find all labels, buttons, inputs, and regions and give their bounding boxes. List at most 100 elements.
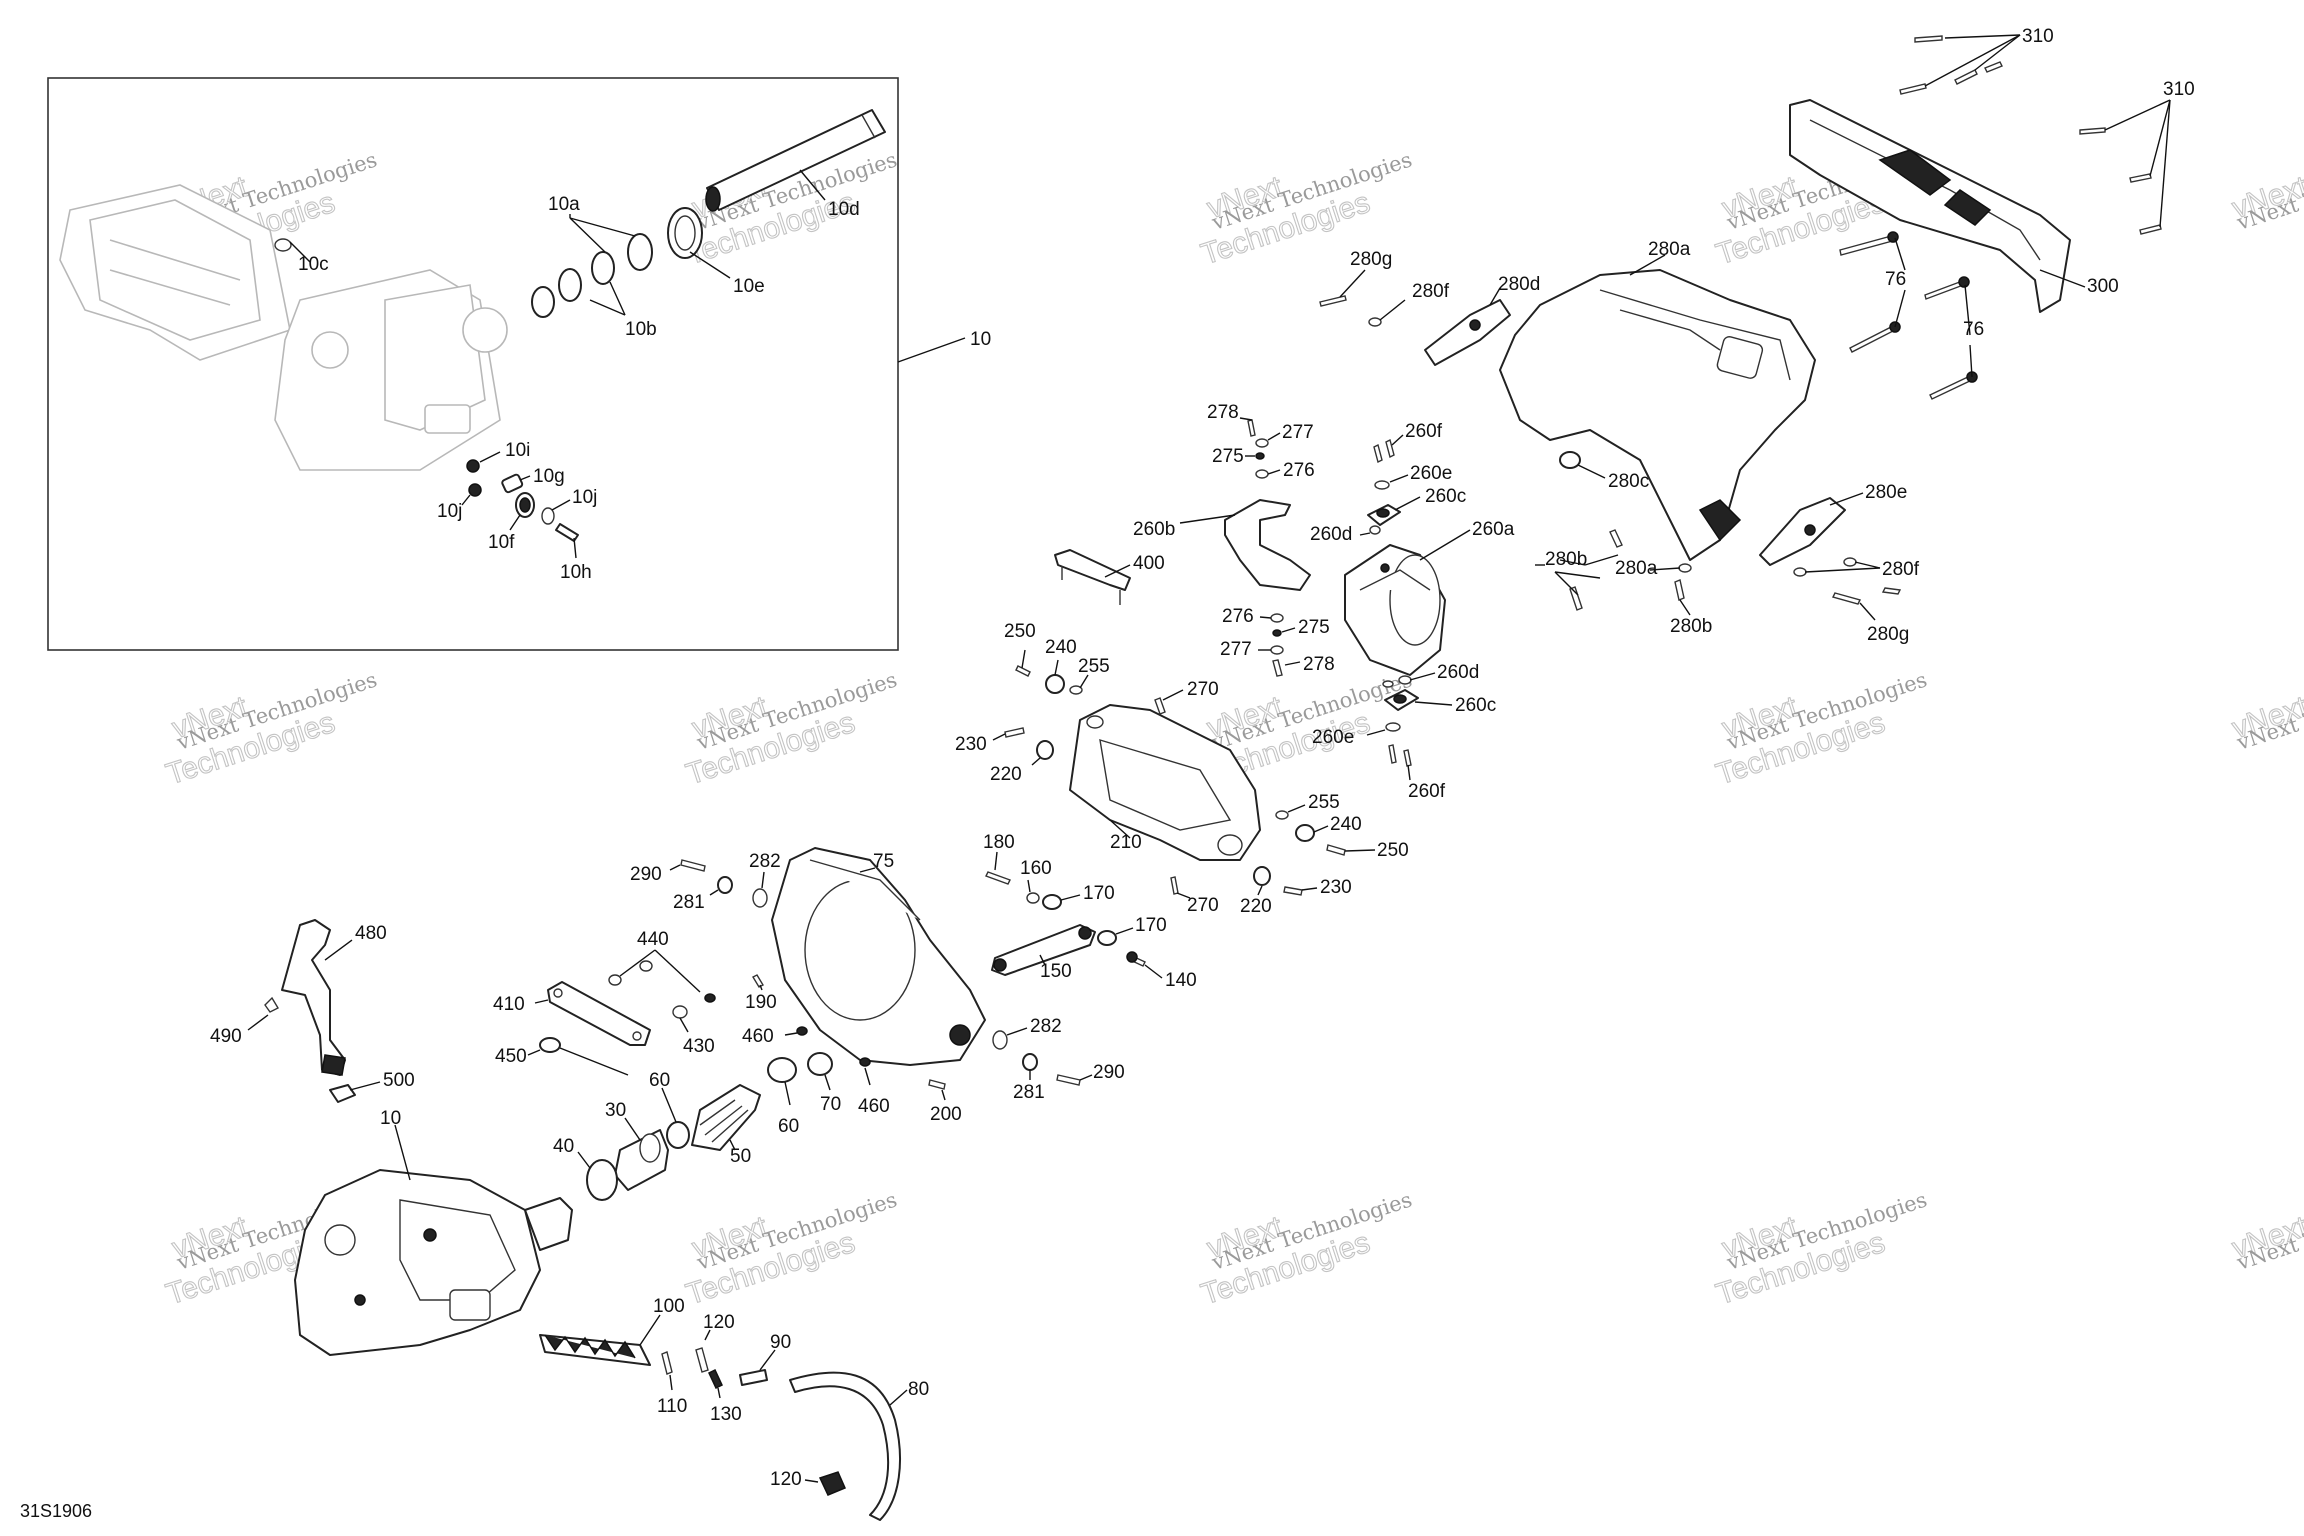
label-280g-top: 280g: [1350, 249, 1392, 270]
screw-260f-top: [1373, 443, 1383, 464]
label-75: 75: [873, 851, 894, 872]
ghost-housing-front: [274, 269, 508, 471]
label-70: 70: [820, 1094, 841, 1115]
label-10a: 10a: [548, 194, 580, 215]
screw-260f-bottom: [1388, 744, 1397, 764]
bushing-220-left: [1036, 740, 1054, 760]
label-10b: 10b: [625, 319, 657, 340]
label-260c-bottom: 260c: [1455, 695, 1496, 716]
drawing-code: 31S1906: [20, 1501, 92, 1521]
label-280a-top: 280a: [1648, 239, 1691, 260]
label-280a-bottom: 280a: [1615, 558, 1658, 579]
label-280d: 280d: [1498, 274, 1540, 295]
label-10j-right: 10j: [572, 487, 597, 508]
label-500: 500: [383, 1070, 415, 1091]
bolt-180: [985, 871, 1011, 885]
shaft-10d: [705, 109, 886, 212]
label-282-right: 282: [1030, 1016, 1062, 1037]
screw-250-left: [1015, 665, 1031, 677]
label-410: 410: [493, 994, 525, 1015]
watermark: vNext vNext Technologies Technologies: [682, 667, 900, 791]
label-460-left: 460: [742, 1026, 774, 1047]
bushing-170-bottom: [1097, 930, 1117, 946]
screw-278: [1247, 419, 1256, 437]
label-210: 210: [1110, 832, 1142, 853]
label-277-bottom: 277: [1220, 639, 1252, 660]
screw-280b: [1569, 586, 1583, 611]
label-10h: 10h: [560, 562, 592, 583]
clip-280d: [1424, 299, 1511, 366]
label-10i: 10i: [505, 440, 530, 461]
label-310-a: 310: [2022, 26, 2054, 47]
label-277-top: 277: [1282, 422, 1314, 443]
bracket-400: [1054, 549, 1131, 605]
watermark: vNext vNext Technologies Technologies: [1712, 667, 1930, 791]
washer-277: [1255, 438, 1269, 448]
bushing-276: [1255, 469, 1269, 479]
label-200: 200: [930, 1104, 962, 1125]
label-280g-bottom: 280g: [1867, 624, 1909, 645]
nut-10i: [466, 459, 480, 473]
bolt-230-left: [1004, 727, 1025, 738]
washer-280f-b: [1793, 567, 1807, 577]
label-260f-top: 260f: [1405, 421, 1443, 442]
washer-280f: [1368, 317, 1382, 327]
bushing-170-top: [1042, 894, 1062, 910]
bolts-310: [1899, 35, 2162, 235]
carrier-210: [1069, 704, 1261, 861]
washer-255-right: [1275, 810, 1289, 820]
label-10-bottom: 10: [380, 1108, 401, 1129]
bushing-220-right: [1253, 866, 1271, 886]
watermark: vNext vNext Technologies Technologies: [1712, 1187, 1930, 1311]
label-10f: 10f: [488, 532, 515, 553]
watermark: vNext vNext Technologies Technologies: [682, 1187, 900, 1311]
label-10g: 10g: [533, 466, 565, 487]
screw-110: [661, 1351, 673, 1375]
label-440: 440: [637, 929, 669, 950]
label-278-top: 278: [1207, 402, 1239, 423]
label-230-right: 230: [1320, 877, 1352, 898]
washer-160: [1026, 892, 1040, 904]
label-300: 300: [2087, 276, 2119, 297]
watermark: vNext vNext Technologies: [2228, 667, 2304, 755]
bolt-280g: [1319, 295, 1347, 307]
label-280c: 280c: [1608, 471, 1649, 492]
bolt-230-right: [1283, 886, 1303, 896]
ring-40: [586, 1159, 618, 1201]
label-276-top: 276: [1283, 460, 1315, 481]
label-60-left: 60: [649, 1070, 670, 1091]
spacer-275-b: [1272, 629, 1282, 637]
label-60-right: 60: [778, 1116, 799, 1137]
spacer-10g: [501, 473, 524, 494]
label-255-left: 255: [1078, 656, 1110, 677]
clamp-260b: [1224, 499, 1311, 591]
label-220-right: 220: [1240, 896, 1272, 917]
washer-282-right: [992, 1030, 1008, 1050]
label-120-top: 120: [703, 1312, 735, 1333]
label-276-bottom: 276: [1222, 606, 1254, 627]
bolt-290-right: [1056, 1074, 1081, 1086]
label-40: 40: [553, 1136, 574, 1157]
screw-120: [695, 1347, 709, 1373]
watermark: vNext vNext Technologies Technologies: [162, 667, 380, 791]
clip-10c: [274, 238, 292, 252]
label-310-b: 310: [2163, 79, 2195, 100]
grommet-500: [329, 1084, 356, 1103]
screw-250-right: [1326, 844, 1346, 856]
label-260e-top: 260e: [1410, 463, 1452, 484]
bolts-76: [1839, 231, 1978, 400]
clip-280e: [1759, 497, 1846, 566]
label-270-bottom: 270: [1187, 895, 1219, 916]
screw-278-b: [1272, 659, 1283, 677]
nut-460-left: [796, 1026, 808, 1036]
label-260d-bottom: 260d: [1437, 662, 1479, 683]
label-270-top: 270: [1187, 679, 1219, 700]
washer-260e-bottom: [1385, 722, 1401, 732]
washer-440-b: [639, 960, 653, 972]
strap-480: [281, 919, 346, 1076]
o-ring-10b-1: [531, 286, 555, 318]
boot-100: [539, 1334, 651, 1366]
bushing-276-b: [1270, 613, 1284, 623]
label-240-left: 240: [1045, 637, 1077, 658]
